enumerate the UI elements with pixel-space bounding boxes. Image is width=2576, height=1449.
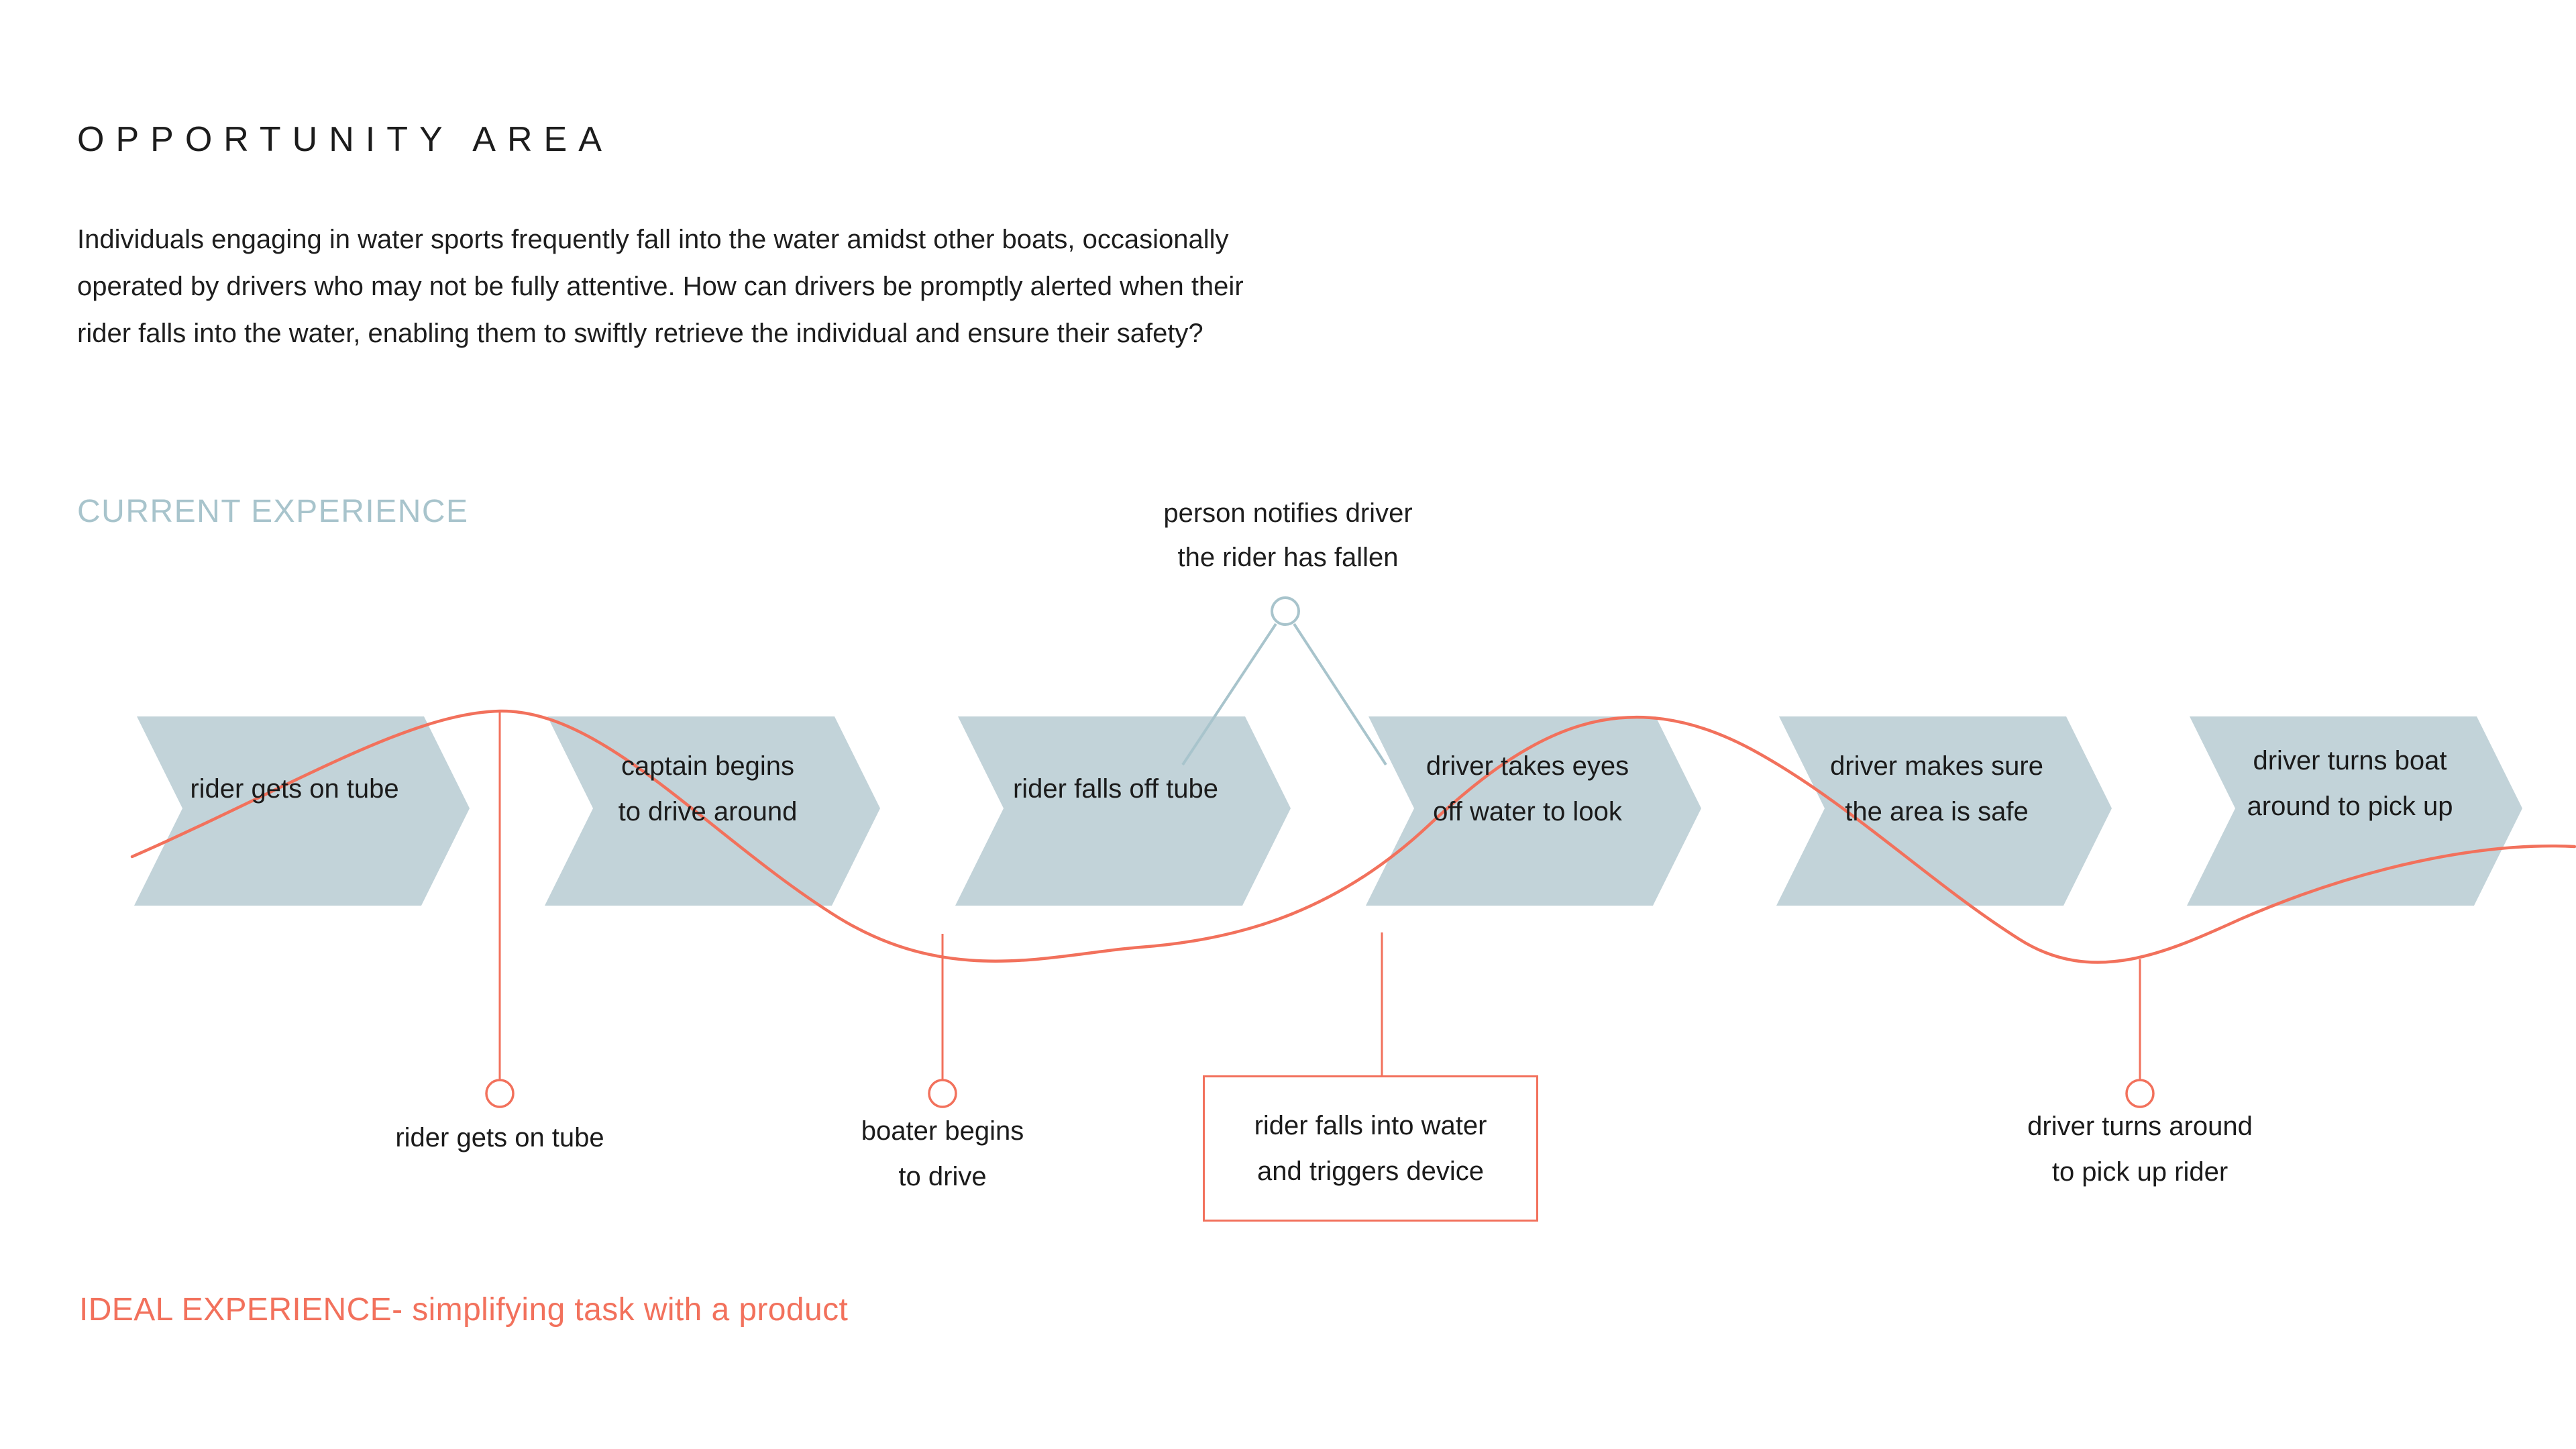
ideal-annotation-3-line-1: rider falls into water [1254, 1111, 1487, 1140]
chevron-label-3-line-1: rider falls off tube [1012, 774, 1219, 804]
chevron-label-4-line-2: off water to look [1433, 797, 1622, 826]
top-callout-line-right [1293, 623, 1387, 766]
chevron-step-1 [134, 716, 470, 906]
chevron-step-4 [1366, 716, 1701, 906]
chevron-label-6-line-2: around to pick up [2247, 792, 2453, 821]
ideal-annotation-2-line-1: boater begins [861, 1116, 1024, 1146]
ideal-annotation-1-line-1: rider gets on tube [395, 1123, 604, 1152]
page-title: OPPORTUNITY AREA [77, 120, 613, 159]
chevron-label-5-line-1: driver makes sure [1830, 751, 2043, 781]
intro-line-2: operated by drivers who may not be fully… [77, 272, 1244, 301]
chevron-step-3 [955, 716, 1291, 906]
ideal-annotation-1: rider gets on tube [342, 1115, 657, 1161]
ideal-experience-label: IDEAL EXPERIENCE- simplifying task with … [79, 1292, 849, 1328]
ideal-annotation-3-boxed: rider falls into water and triggers devi… [1203, 1075, 1538, 1222]
intro-line-3: rider falls into the water, enabling the… [77, 319, 1203, 348]
chevron-group [134, 716, 2522, 906]
intro-line-1: Individuals engaging in water sports fre… [77, 225, 1229, 254]
chevron-label-4-line-1: driver takes eyes [1426, 751, 1629, 781]
ideal-experience-wave [130, 709, 2576, 964]
chevron-label-3: rider falls off tube [958, 766, 1273, 812]
top-callout-connector [1181, 596, 1387, 766]
chevron-step-2 [545, 716, 880, 906]
chevron-label-6: driver turns boat around to pick up [2192, 738, 2508, 829]
ideal-annotation-4-line-2: to pick up rider [2051, 1157, 2229, 1187]
chevron-label-2-line-1: captain begins [621, 751, 794, 781]
chevron-label-2: captain begins to drive around [550, 743, 865, 835]
chevron-label-5: driver makes sure the area is safe [1779, 743, 2094, 835]
dropper-circle-4 [2125, 1079, 2155, 1108]
top-annotation-text: person notifies driver the rider has fal… [1100, 491, 1476, 580]
ideal-annotation-4: driver turns around to pick up rider [1982, 1104, 2298, 1195]
intro-paragraph: Individuals engaging in water sports fre… [77, 216, 1540, 357]
chevron-label-2-line-2: to drive around [618, 797, 798, 826]
top-annotation-line-2: the rider has fallen [1177, 543, 1399, 572]
top-callout-line-left [1181, 623, 1277, 766]
dropper-circle-2 [928, 1079, 957, 1108]
chevron-step-5 [1776, 716, 2112, 906]
current-experience-label: CURRENT EXPERIENCE [77, 494, 469, 529]
top-callout-circle-marker [1271, 596, 1300, 626]
ideal-annotation-2-line-2: to drive [898, 1162, 987, 1191]
ideal-annotation-4-line-1: driver turns around [2027, 1112, 2253, 1141]
chevron-label-1: rider gets on tube [137, 766, 452, 812]
chevron-label-6-line-1: driver turns boat [2253, 746, 2447, 775]
ideal-annotation-2: boater begins to drive [785, 1108, 1100, 1199]
dropper-group [485, 711, 2155, 1108]
dropper-circle-1 [485, 1079, 515, 1108]
chevron-label-5-line-2: the area is safe [1845, 797, 2029, 826]
chevron-label-1-line-1: rider gets on tube [190, 774, 399, 804]
ideal-annotation-3-line-2: and triggers device [1257, 1157, 1484, 1186]
chevron-label-4: driver takes eyes off water to look [1370, 743, 1685, 835]
top-annotation-line-1: person notifies driver [1163, 498, 1413, 528]
